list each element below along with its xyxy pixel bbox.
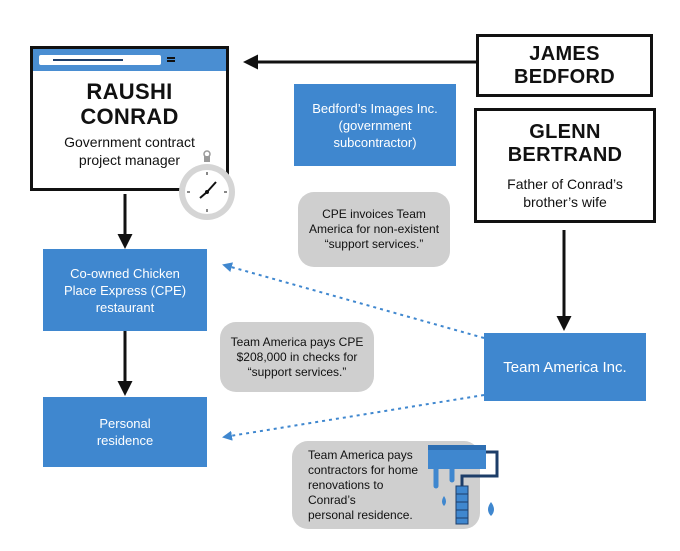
cpe-restaurant-box: Co-owned Chicken Place Express (CPE) res…: [43, 249, 207, 331]
conrad-role-line1: Government contract: [64, 134, 195, 150]
bedford-name-last: BEDFORD: [514, 65, 615, 88]
note-reno-line3: renovations to Conrad’s: [308, 477, 384, 507]
bertrand-card: GLENN BERTRAND Father of Conrad’s brothe…: [474, 108, 656, 223]
window-title-bar: [33, 49, 226, 71]
conrad-text: RAUSHI CONRAD Government contract projec…: [33, 79, 226, 169]
bertrand-relation-line2: brother’s wife: [523, 193, 607, 210]
note-invoice-line1: CPE invoices Team: [322, 207, 426, 221]
note-team-america-pays-cpe: Team America pays CPE $208,000 in checks…: [220, 322, 374, 392]
note-invoice-line3: “support services.”: [324, 237, 424, 251]
note-invoice-line2: America for non-existent: [308, 222, 440, 236]
images-inc-box: Bedford’s Images Inc. (government subcon…: [294, 84, 456, 166]
images-inc-line1: Bedford’s Images Inc.: [312, 100, 438, 116]
bertrand-name-last: BERTRAND: [507, 143, 623, 166]
note-pays-line3: “support services.”: [247, 364, 347, 379]
note-pays-line1: Team America pays CPE: [230, 334, 364, 349]
conrad-name-first: RAUSHI: [86, 79, 173, 104]
conrad-card: RAUSHI CONRAD Government contract projec…: [30, 46, 229, 191]
residence-line2: residence: [96, 433, 154, 448]
note-home-renovations: Team America pays contractors for home r…: [292, 441, 480, 529]
note-pays-line2: $208,000 in checks for: [236, 349, 358, 364]
bedford-card: JAMES BEDFORD: [476, 34, 653, 97]
address-bar: [39, 55, 161, 65]
cpe-line3: restaurant: [95, 299, 155, 315]
cpe-line1: Co-owned Chicken: [70, 265, 180, 281]
bertrand-relation-line1: Father of Conrad’s: [507, 175, 623, 192]
team-america-label: Team America Inc.: [503, 358, 627, 376]
dotted-arrow-team-america-to-cpe: [222, 262, 485, 339]
note-cpe-invoices: CPE invoices Team America for non-existe…: [298, 192, 450, 267]
images-inc-line2: (government: [338, 117, 412, 133]
menu-icon: [167, 57, 175, 59]
images-inc-line3: subcontractor): [333, 134, 417, 150]
conrad-role-line2: project manager: [78, 152, 181, 168]
bertrand-name-first: GLENN: [529, 120, 601, 143]
note-reno-line1: Team America pays: [308, 447, 413, 462]
cpe-line2: Place Express (CPE): [63, 282, 187, 298]
personal-residence-box: Personal residence: [43, 397, 207, 467]
note-reno-line2: contractors for home: [308, 462, 419, 477]
team-america-box: Team America Inc.: [484, 333, 646, 401]
bedford-name-first: JAMES: [529, 42, 600, 65]
note-reno-line4: personal residence.: [308, 507, 413, 522]
conrad-name-last: CONRAD: [80, 104, 179, 129]
residence-line1: Personal: [99, 416, 151, 431]
dotted-arrow-team-america-to-residence: [222, 394, 485, 441]
